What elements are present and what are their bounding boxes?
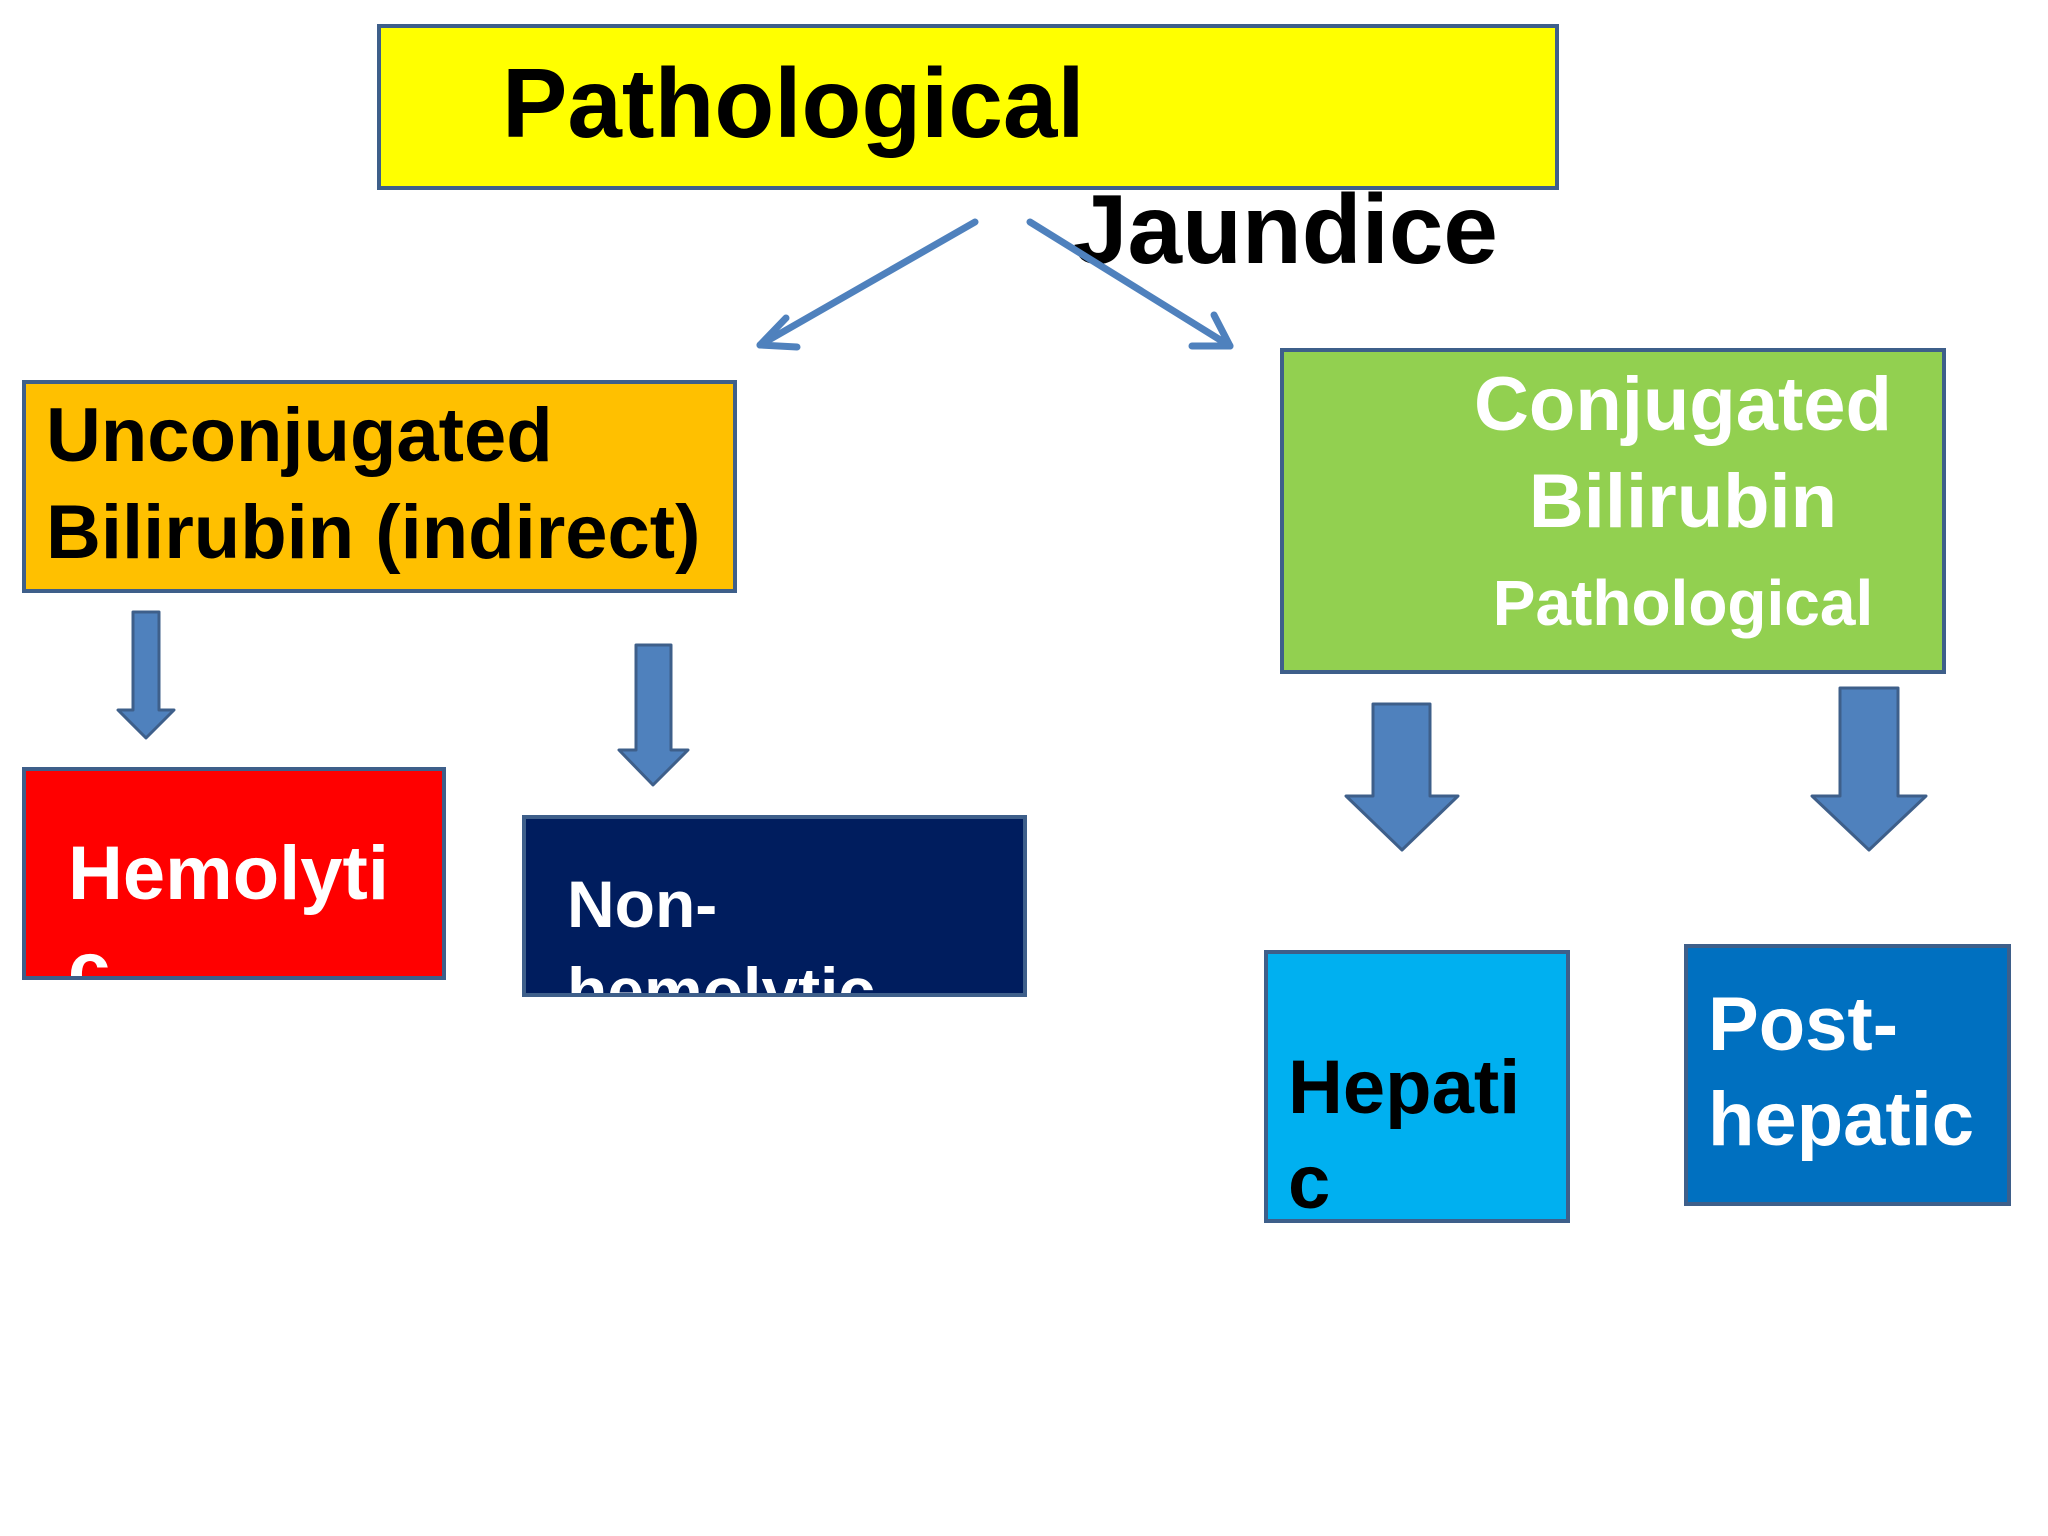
left-diagonal-arrow-icon — [756, 218, 979, 351]
unconjugated-box — [22, 380, 737, 593]
conjugated-line-3: Pathological — [1492, 567, 1874, 639]
down-arrow-icon-hemolytic — [116, 610, 176, 740]
non-hemolytic-line-1: Non- — [567, 867, 718, 941]
title-line-2: Jaundice — [1073, 174, 1498, 284]
hemolytic-line-2: c — [68, 927, 111, 980]
conjugated-line-2: Bilirubin — [1528, 459, 1838, 544]
conjugated-box — [1280, 348, 1946, 674]
down-arrow-icon-post-hepatic — [1810, 686, 1928, 852]
down-arrow-icon-hepatic — [1344, 702, 1460, 852]
title-line-1: Pathological — [502, 48, 1085, 158]
right-diagonal-arrow-icon — [1026, 218, 1234, 350]
post-hepatic-line-1: Post- — [1708, 982, 1898, 1067]
title-box — [377, 24, 1559, 190]
unconjugated-line-1: Unconjugated — [46, 393, 553, 478]
hepatic-line-2: c — [1288, 1140, 1331, 1225]
post-hepatic-line-2: hepatic — [1708, 1077, 1975, 1162]
hemolytic-box: Hemolyti c — [22, 767, 446, 980]
down-arrow-icon-non-hemolytic — [617, 643, 690, 787]
unconjugated-line-2: Bilirubin (indirect) — [46, 490, 701, 575]
conjugated-line-1: Conjugated — [1474, 362, 1892, 447]
non-hemolytic-box: Non- hemolytic — [522, 815, 1027, 997]
post-hepatic-box — [1684, 944, 2011, 1206]
non-hemolytic-line-2: hemolytic — [567, 954, 876, 997]
hepatic-line-1: Hepati — [1288, 1045, 1521, 1130]
hepatic-box — [1264, 950, 1570, 1223]
hemolytic-line-1: Hemolyti — [68, 831, 389, 916]
